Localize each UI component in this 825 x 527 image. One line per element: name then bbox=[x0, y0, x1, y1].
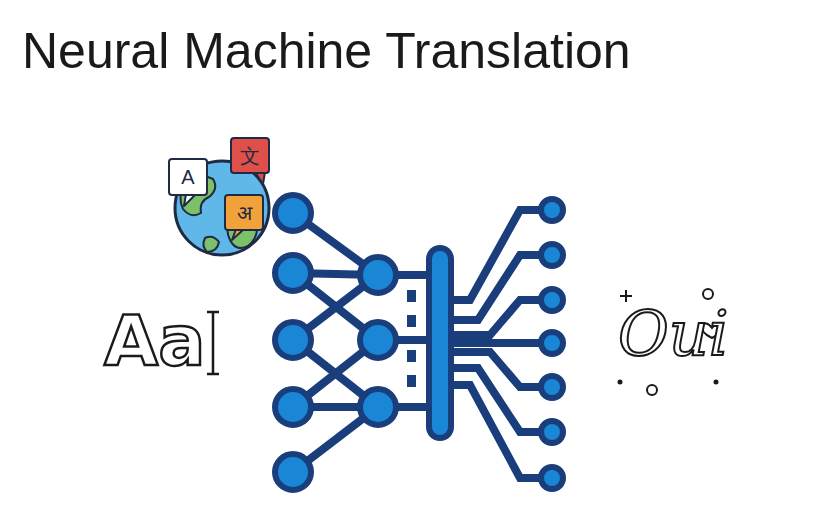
dotted-layer bbox=[407, 290, 416, 387]
globe-icon bbox=[175, 161, 269, 255]
title: Neural Machine Translation bbox=[22, 22, 631, 80]
speech-bubble: अ bbox=[224, 194, 264, 231]
bubble-letter: 文 bbox=[240, 146, 260, 166]
speech-bubble: 文 bbox=[230, 137, 270, 174]
translated-text: Oui bbox=[618, 303, 729, 365]
speech-bubble: A bbox=[168, 158, 208, 196]
bubble-letter: A bbox=[181, 167, 194, 187]
network-neurons bbox=[275, 195, 563, 490]
output-bar bbox=[429, 248, 451, 438]
bubble-letter: अ bbox=[237, 203, 252, 223]
text-cursor bbox=[207, 312, 219, 374]
neural-network-icon bbox=[293, 210, 552, 478]
source-text: Aa bbox=[104, 306, 205, 376]
